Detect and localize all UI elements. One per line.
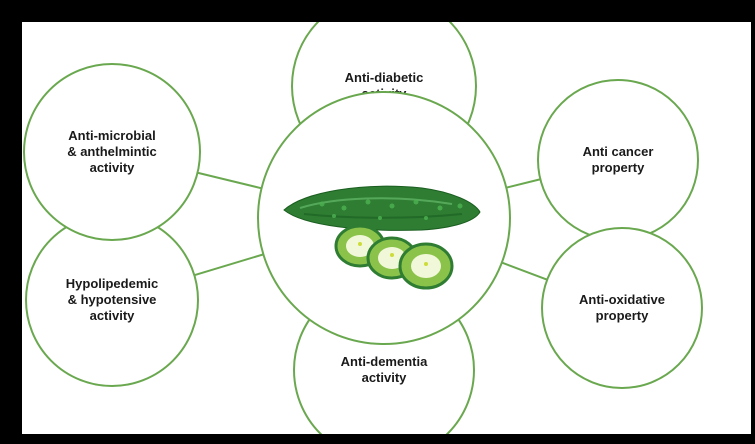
node-label-anti-cancer-line-1: Anti cancer: [583, 144, 654, 159]
node-label-anti-microbial-line-1: Anti-microbial: [68, 128, 155, 143]
center-node: [258, 92, 510, 344]
node-label-anti-microbial-line-2: & anthelmintic: [67, 144, 157, 159]
connector-hypolipedemic: [194, 254, 263, 275]
benefits-diagram: Anti-diabeticactivityAnti cancerproperty…: [22, 22, 751, 434]
node-label-anti-diabetic-line-1: Anti-diabetic: [345, 70, 424, 85]
node-label-anti-microbial-line-3: activity: [90, 160, 136, 175]
connector-anti-microbial: [198, 173, 262, 189]
connector-anti-cancer: [506, 179, 540, 187]
node-label-hypolipedemic-line-1: Hypolipedemic: [66, 276, 158, 291]
node-label-hypolipedemic-line-3: activity: [90, 308, 136, 323]
node-label-anti-oxidative-line-1: Anti-oxidative: [579, 292, 665, 307]
node-label-anti-dementia-line-1: Anti-dementia: [341, 354, 428, 369]
node-label-anti-cancer-line-2: property: [592, 160, 646, 175]
diagram-canvas: Anti-diabeticactivityAnti cancerproperty…: [22, 22, 751, 434]
node-label-anti-oxidative-line-2: property: [596, 308, 650, 323]
node-label-anti-dementia-line-2: activity: [362, 370, 408, 385]
connector-anti-oxidative: [502, 263, 547, 280]
node-label-hypolipedemic-line-2: & hypotensive: [68, 292, 157, 307]
